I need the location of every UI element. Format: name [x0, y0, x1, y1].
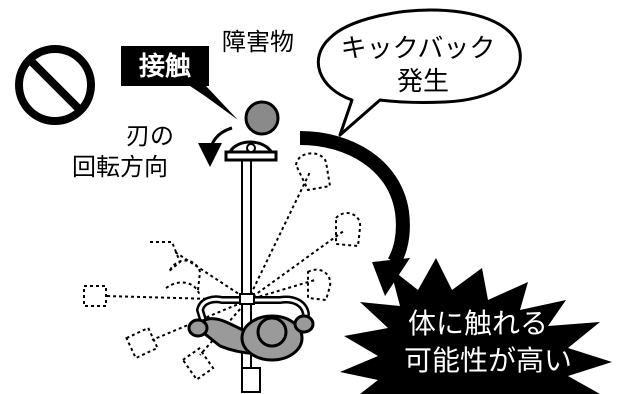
kickback-bubble: キックバック 発生 — [316, 8, 522, 137]
rotation-text-line2: 回転方向 — [72, 153, 168, 181]
contact-text: 接触 — [139, 52, 191, 82]
big-curved-arrow-icon — [299, 131, 410, 296]
kickback-text-line2: 発生 — [397, 67, 449, 97]
shaft-clamp — [239, 293, 255, 305]
danger-burst: 体に触れる 可能性が高い — [340, 258, 612, 394]
blade-head — [224, 140, 278, 162]
contact-label: 接触 — [121, 46, 238, 120]
rotation-text-line1: 刃の — [126, 122, 174, 150]
operator-figure — [187, 314, 315, 362]
trimmer-ghost-positions — [83, 152, 362, 381]
kickback-text-line1: キックバック — [341, 34, 496, 64]
prohibition-icon — [15, 45, 95, 125]
danger-text-line1: 体に触れる — [408, 307, 548, 340]
obstacle-text: 障害物 — [222, 28, 294, 56]
curved-arrow-icon — [198, 126, 233, 167]
danger-text-line2: 可能性が高い — [404, 344, 572, 377]
obstacle-ball — [244, 100, 280, 136]
